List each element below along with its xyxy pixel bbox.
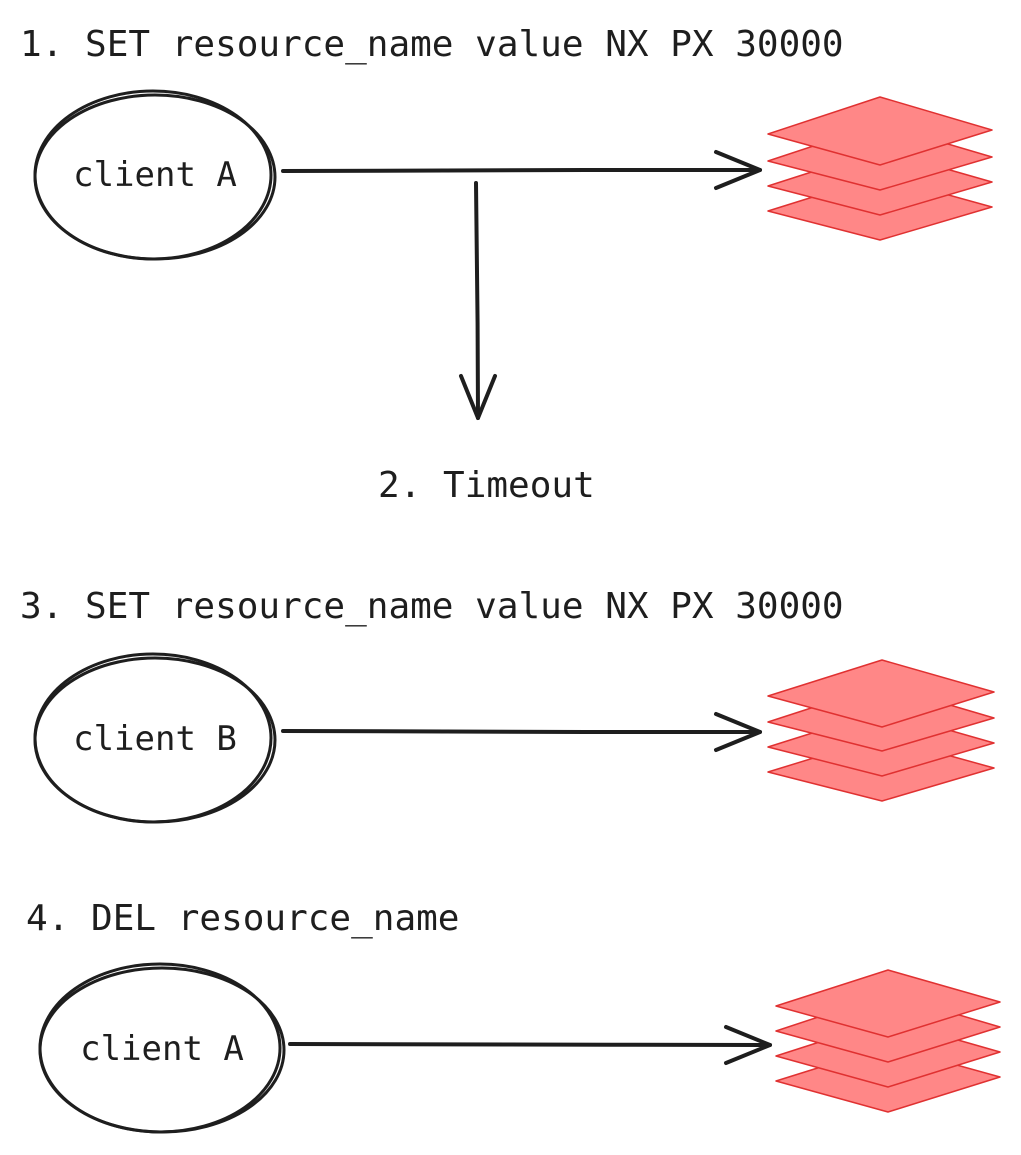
client-a-ellipse-4-sketch [38,962,282,1134]
request-arrow-1-line [281,168,762,173]
client-a-ellipse-1-sketch [33,89,273,261]
request-arrow-3-line [281,729,762,734]
request-arrow-1 [281,150,762,190]
step-1-label: 1. SET resource_name value NX PX 30000 [20,24,844,65]
step-3-label: 3. SET resource_name value NX PX 30000 [20,586,844,627]
client-a-label-4: client A [80,1029,244,1069]
timeout-arrow-head [459,374,497,420]
request-arrow-1-head [714,150,762,190]
client-b-ellipse-sketch [33,652,273,824]
store-layer [767,659,995,728]
request-arrow-3-head [714,712,762,752]
request-arrow-4 [288,1025,772,1065]
client-b-label: client B [73,719,237,759]
timeout-arrow [459,181,497,420]
step-2-label: 2. Timeout [378,465,595,506]
client-b-node: client B [33,652,277,824]
client-a-node-4: client A [38,962,286,1134]
stacked-layers-icon [767,96,993,241]
request-arrow-4-head [724,1025,772,1065]
stacked-layers-icon [767,659,995,802]
store-layer [767,96,993,166]
request-arrow-4-line [288,1042,772,1047]
stacked-layers-icon [775,969,1001,1113]
store-layer [775,969,1001,1038]
client-a-label-1: client A [73,155,237,195]
timeout-arrow-line [474,181,480,420]
client-a-node-1: client A [33,89,277,261]
step-4-label: 4. DEL resource_name [26,898,459,939]
request-arrow-3 [281,712,762,752]
